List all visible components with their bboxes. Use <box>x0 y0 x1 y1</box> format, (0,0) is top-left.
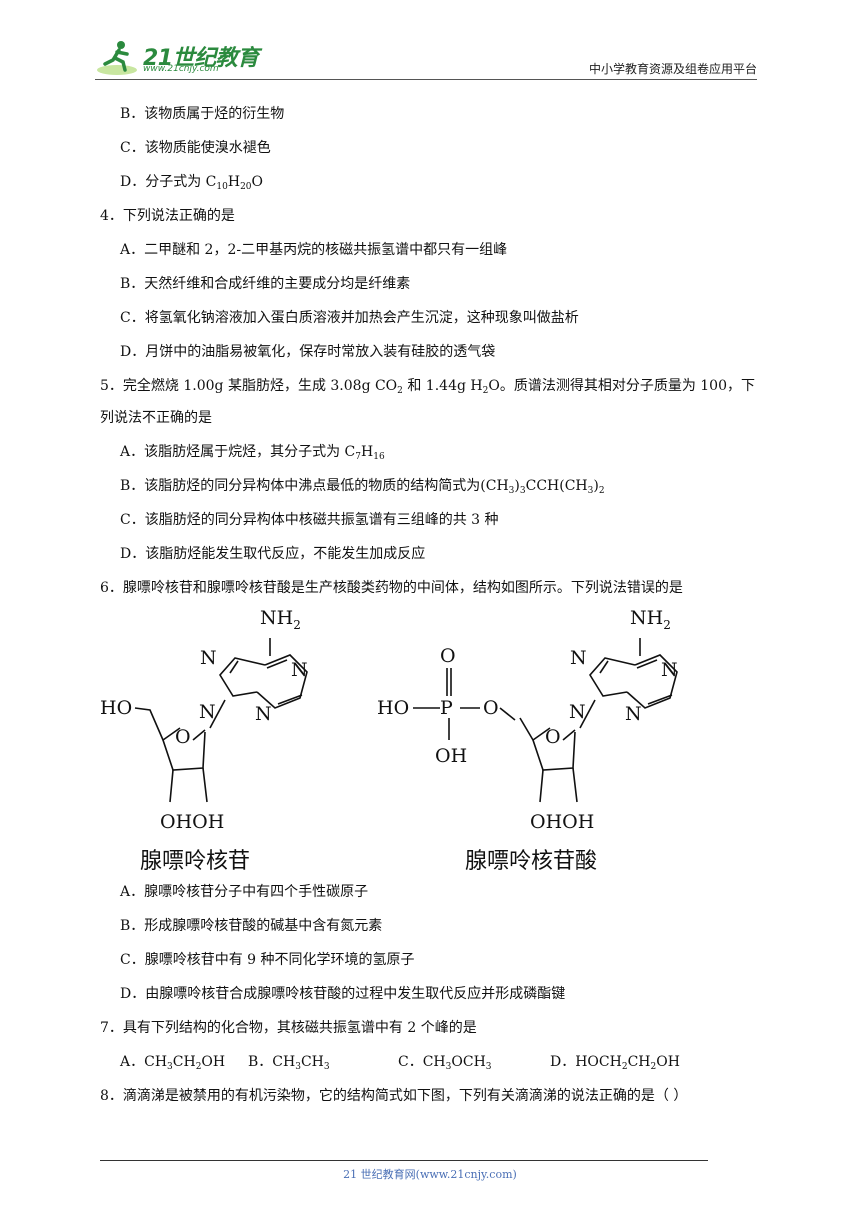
q4-stem: 4．下列说法正确的是 <box>100 208 235 224</box>
q3-option-b: B．该物质属于烃的衍生物 <box>120 106 285 122</box>
m1-n7-label: N <box>200 647 217 669</box>
m2-n9-label: N <box>569 701 586 723</box>
m1-caption: 腺嘌呤核苷 <box>140 849 250 874</box>
m1-nh2-label: NH2 <box>260 607 301 632</box>
q6-structure-figure: NH2 N N N N HO O OHOH 腺嘌呤核苷 O HO P O OH … <box>100 607 678 874</box>
q6-option-a: A．腺嘌呤核苷分子中有四个手性碳原子 <box>120 884 369 900</box>
logo-text: 21世纪教育 <box>143 46 259 71</box>
site-logo[interactable]: 21世纪教育 www.21cnjy.com <box>95 38 265 78</box>
q6-option-c: C．腺嘌呤核苷中有 9 种不同化学环境的氢原子 <box>120 952 415 968</box>
footer-divider <box>100 1160 708 1161</box>
q5-stem-line1: 5．完全燃烧 1.00g 某脂肪烃，生成 3.08g CO2 和 1.44g H… <box>100 378 755 396</box>
m2-n7-label: N <box>570 647 587 669</box>
q5-option-a: A．该脂肪烃属于烷烃，其分子式为 C7H16 <box>120 444 385 462</box>
q5-option-c: C．该脂肪烃的同分异构体中核磁共振氢谱有三组峰的共 3 种 <box>120 512 499 528</box>
m1-n9-label: N <box>199 701 216 723</box>
q7-option-b: B．CH3CH3 <box>248 1054 330 1072</box>
m2-n1-label: N <box>661 659 678 681</box>
m2-ohoh-label: OHOH <box>530 811 594 833</box>
q7-option-d: D．HOCH2CH2OH <box>550 1054 680 1072</box>
q7-option-a: A．CH3CH2OH <box>120 1054 226 1072</box>
m1-ho-label: HO <box>100 697 132 719</box>
q6-stem: 6．腺嘌呤核苷和腺嘌呤核苷酸是生产核酸类药物的中间体，结构如图所示。下列说法错误… <box>100 580 683 596</box>
q8-stem: 8．滴滴涕是被禁用的有机污染物，它的结构简式如下图，下列有关滴滴涕的说法正确的是… <box>100 1088 688 1104</box>
q3-option-d: D．分子式为 C10H20O <box>120 174 263 192</box>
m1-n3-label: N <box>255 703 272 725</box>
q7-option-c: C．CH3OCH3 <box>398 1054 492 1072</box>
runner-logo-icon <box>97 41 137 75</box>
m2-nh2-label: NH2 <box>630 607 671 632</box>
q6-option-d: D．由腺嘌呤核苷合成腺嘌呤核苷酸的过程中发生取代反应并形成磷酯键 <box>120 986 566 1002</box>
m2-p-oh-label: OH <box>435 745 467 767</box>
m1-ring-o-label: O <box>175 726 191 748</box>
logo-url: www.21cnjy.com <box>143 64 219 74</box>
header-divider <box>95 79 757 80</box>
q4-option-c: C．将氢氧化钠溶液加入蛋白质溶液并加热会产生沉淀，这种现象叫做盐析 <box>120 310 579 326</box>
platform-name: 中小学教育资源及组卷应用平台 <box>588 62 757 76</box>
m2-caption: 腺嘌呤核苷酸 <box>465 849 597 874</box>
q5-option-d: D．该脂肪烃能发生取代反应，不能发生加成反应 <box>120 546 426 562</box>
m2-p-double-o-label: O <box>440 645 456 667</box>
m2-n3-label: N <box>625 703 642 725</box>
q4-option-b: B．天然纤维和合成纤维的主要成分均是纤维素 <box>120 276 411 292</box>
q3-option-c: C．该物质能使溴水褪色 <box>120 140 271 156</box>
q6-option-b: B．形成腺嘌呤核苷酸的碱基中含有氮元素 <box>120 918 383 934</box>
q7-stem: 7．具有下列结构的化合物，其核磁共振氢谱中有 2 个峰的是 <box>100 1020 477 1036</box>
m2-ring-o-label: O <box>545 726 561 748</box>
m2-p-label: P <box>440 697 453 719</box>
q5-option-b: B．该脂肪烃的同分异构体中沸点最低的物质的结构简式为(CH3)3CCH(CH3)… <box>120 478 605 496</box>
m2-ho-label: HO <box>377 697 409 719</box>
m1-ohoh-label: OHOH <box>160 811 224 833</box>
page-header: 21世纪教育 www.21cnjy.com 中小学教育资源及组卷应用平台 <box>95 38 757 82</box>
q4-option-a: A．二甲醚和 2，2-二甲基丙烷的核磁共振氢谱中都只有一组峰 <box>120 242 508 258</box>
m1-n1-label: N <box>291 659 308 681</box>
m2-bridge-o-label: O <box>483 697 499 719</box>
q4-option-d: D．月饼中的油脂易被氧化，保存时常放入装有硅胶的透气袋 <box>120 344 496 360</box>
q5-stem-line2: 列说法不正确的是 <box>100 410 212 426</box>
footer-link[interactable]: 21 世纪教育网(www.21cnjy.com) <box>343 1168 517 1181</box>
